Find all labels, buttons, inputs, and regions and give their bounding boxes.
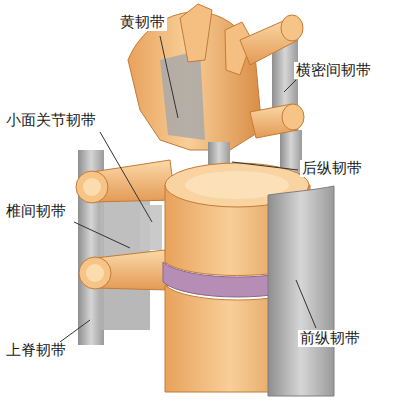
part-label: 小面关节韧带 xyxy=(4,112,98,129)
part-label: 前纵韧带 xyxy=(298,330,362,347)
spinous-process xyxy=(79,257,111,289)
spinous-process xyxy=(83,178,101,196)
part-label: 后纵韧带 xyxy=(300,160,364,177)
leader-line xyxy=(284,80,296,92)
spinous-process xyxy=(86,264,104,282)
ligament-band xyxy=(160,50,205,140)
transverse-process xyxy=(282,104,304,130)
part-label: 横密间韧带 xyxy=(294,62,373,79)
leader-line xyxy=(296,280,316,328)
transverse-process xyxy=(281,15,303,41)
ligament-band xyxy=(268,186,334,396)
leader-line xyxy=(74,222,130,248)
articular-process xyxy=(180,4,212,62)
spinous-process xyxy=(76,171,108,203)
part-label: 黄韧带 xyxy=(118,14,167,31)
part-label: 上脊韧带 xyxy=(4,342,68,359)
leader-line xyxy=(232,162,298,170)
leader-line xyxy=(160,36,178,118)
part-label: 椎间韧带 xyxy=(4,203,68,220)
leader-line xyxy=(60,320,90,342)
ligament-band xyxy=(100,285,150,330)
ligament-band xyxy=(140,205,162,250)
leader-line xyxy=(100,132,152,222)
